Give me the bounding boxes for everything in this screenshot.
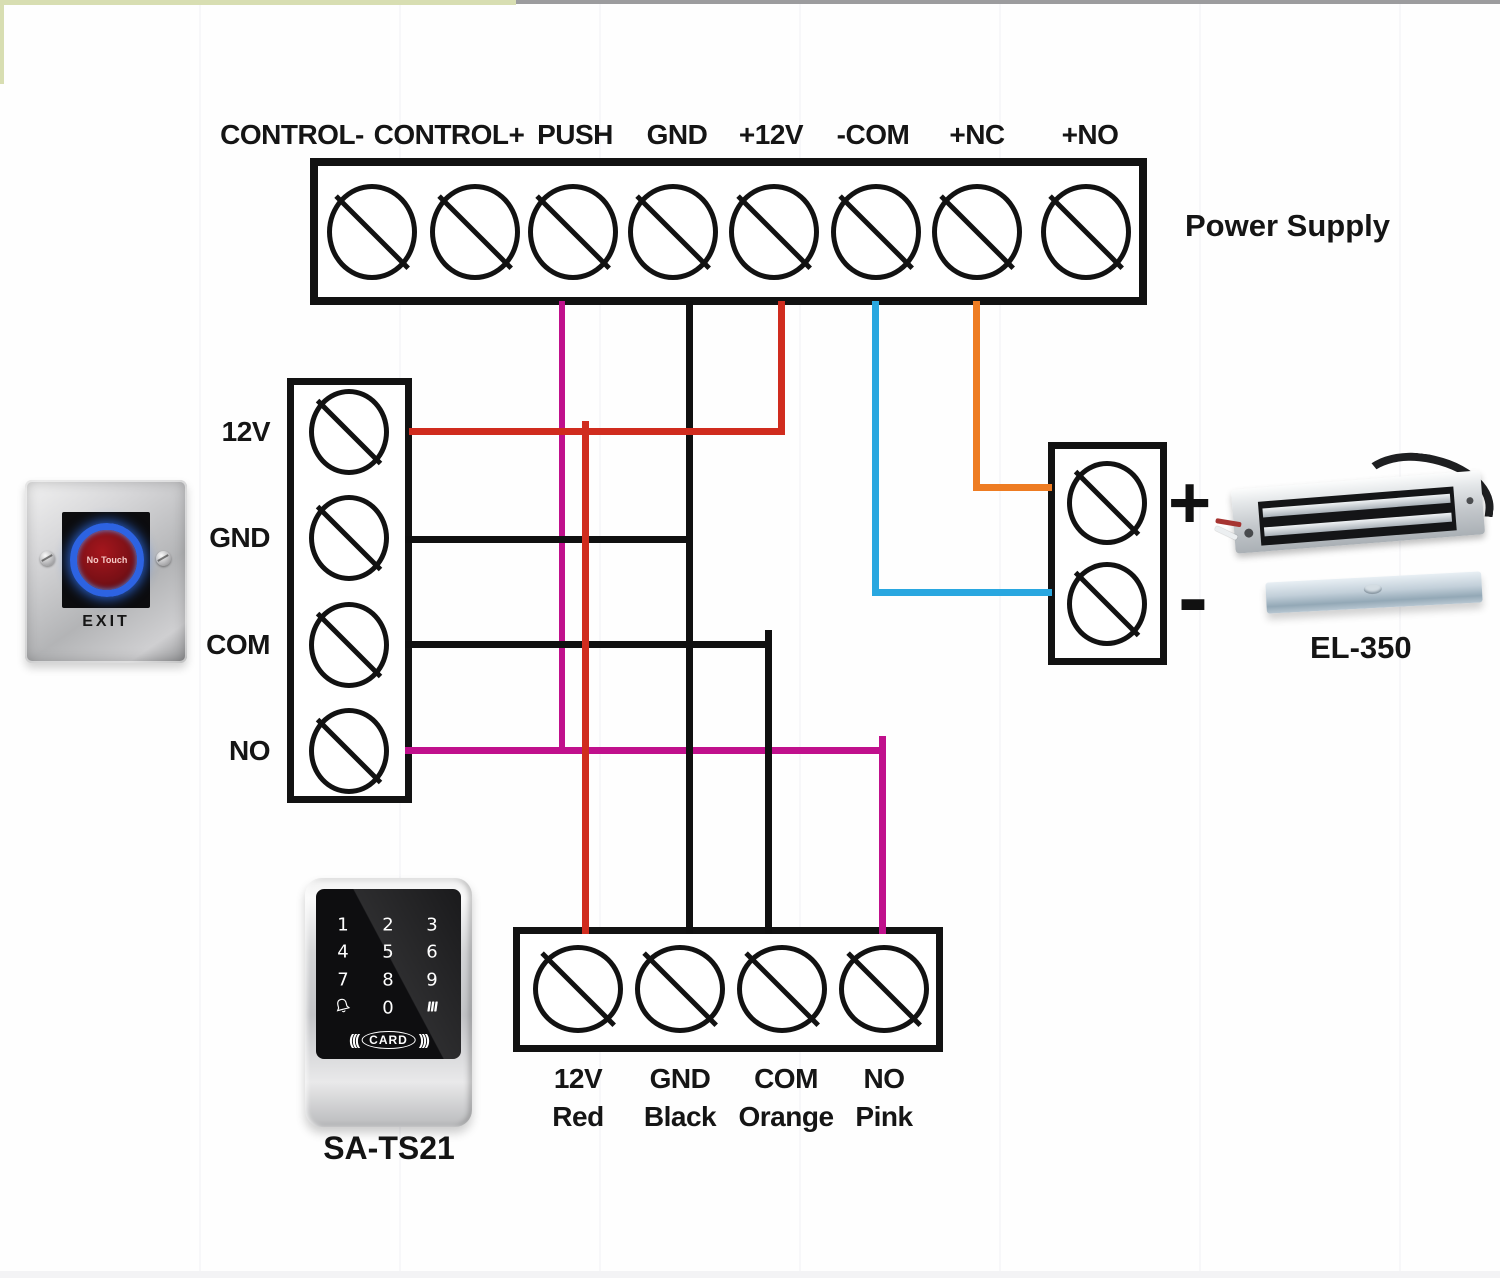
terminal-screw-icon	[831, 184, 921, 280]
wire-gnd-black-horizontal	[405, 536, 693, 543]
key-1: 1	[337, 914, 349, 936]
terminal-screw-icon	[327, 184, 417, 280]
terminal-screw-icon	[528, 184, 618, 280]
maglock-magnet-face	[1257, 486, 1457, 546]
maglock-white-wire	[1214, 525, 1239, 541]
keypad-block-label-gnd: GND	[649, 1063, 711, 1094]
terminal-screw-icon	[932, 184, 1022, 280]
maglock-device	[1205, 446, 1499, 582]
key-0: 0	[382, 997, 394, 1019]
wire-gnd-black-vertical	[686, 301, 693, 934]
keypad-device: 1 2 3 4 5 6 7 8 9 0 ((( CARD )))	[305, 878, 472, 1127]
card-keys-icon	[425, 998, 439, 1019]
terminal-screw-icon	[1067, 562, 1147, 646]
key-7: 7	[337, 969, 349, 991]
maglock-body	[1214, 470, 1486, 554]
left-border	[0, 0, 4, 84]
card-waves-right-icon: )))	[418, 1031, 430, 1049]
terminal-screw-icon	[737, 945, 827, 1033]
wire-push-pink-vertical	[559, 301, 565, 753]
terminal-screw-icon	[729, 184, 819, 280]
wire-com-black-vertical	[765, 630, 772, 934]
terminal-label-no: +NO	[1061, 119, 1119, 150]
exit-block-label-no: NO	[229, 735, 271, 766]
exit-block-label-com: COM	[206, 629, 270, 660]
no-touch-text: No Touch	[86, 555, 128, 565]
wire-nc-orange-horizontal	[973, 484, 1052, 491]
keypad-wire-label-red: Red	[552, 1101, 604, 1132]
key-9: 9	[426, 969, 438, 991]
key-3: 3	[426, 914, 438, 936]
wire-nc-orange-vertical	[973, 301, 980, 491]
terminal-screw-icon	[1041, 184, 1131, 280]
terminal-screw-icon	[635, 945, 725, 1033]
lock-negative-label: -	[1178, 548, 1208, 648]
lock-positive-label: +	[1168, 461, 1212, 544]
keypad-wire-label-black: Black	[643, 1101, 717, 1132]
terminal-label-push: PUSH	[537, 119, 613, 150]
exit-button-device: No Touch EXIT	[25, 480, 187, 663]
exit-block-label-12v: 12V	[221, 416, 271, 447]
terminal-screw-icon	[628, 184, 718, 280]
wire-12v-red-vertical-mid	[582, 421, 589, 934]
keypad-model-label: SA-TS21	[323, 1130, 455, 1166]
screw-icon	[156, 551, 171, 566]
terminal-screw-icon	[430, 184, 520, 280]
keypad-block-label-com: COM	[754, 1063, 818, 1094]
wire-com-blue-vertical	[872, 301, 879, 596]
exit-button-window: No Touch	[62, 512, 150, 608]
terminal-screw-icon	[1067, 461, 1147, 545]
key-6: 6	[426, 941, 438, 963]
keypad-wire-label-pink: Pink	[855, 1101, 913, 1132]
terminal-label-nc: +NC	[949, 119, 1005, 150]
keypad-wire-label-orange: Orange	[738, 1101, 834, 1132]
terminal-screw-icon	[839, 945, 929, 1033]
terminal-screw-icon	[533, 945, 623, 1033]
no-touch-sensor-icon: No Touch	[70, 523, 144, 597]
wire-com-blue-horizontal	[872, 589, 1052, 596]
exit-block-label-gnd: GND	[209, 522, 270, 553]
terminal-screw-icon	[309, 602, 389, 688]
key-4: 4	[337, 941, 349, 963]
keypad-touch-screen: 1 2 3 4 5 6 7 8 9 0 ((( CARD )))	[316, 889, 461, 1059]
key-2: 2	[382, 914, 394, 936]
wire-12v-red-horizontal	[409, 428, 785, 435]
card-text: CARD	[361, 1031, 416, 1049]
terminal-label-control-minus: CONTROL-	[220, 119, 364, 150]
power-supply-title: Power Supply	[1185, 208, 1390, 243]
card-waves-left-icon: (((	[349, 1031, 360, 1049]
bottom-strip	[0, 1271, 1500, 1278]
top-left-border	[0, 0, 516, 5]
terminal-label-control-plus: CONTROL+	[373, 119, 525, 150]
screw-icon	[40, 551, 55, 566]
wire-12v-red-vertical-top	[778, 301, 785, 435]
wire-no-pink-vertical	[879, 736, 886, 934]
exit-label: EXIT	[82, 613, 130, 630]
lock-model-label: EL-350	[1310, 630, 1412, 665]
mount-hole	[1466, 496, 1474, 505]
terminal-screw-icon	[309, 389, 389, 475]
card-reader-zone: ((( CARD )))	[349, 1031, 430, 1049]
bell-icon	[332, 995, 354, 1020]
terminal-label-gnd: GND	[646, 119, 708, 150]
keypad-block-label-12v: 12V	[553, 1063, 603, 1094]
magnet-strip	[1263, 512, 1453, 537]
wire-no-pink-horizontal	[405, 747, 886, 754]
top-right-border	[516, 0, 1500, 4]
terminal-screw-icon	[309, 708, 389, 794]
terminal-screw-icon	[309, 495, 389, 581]
key-5: 5	[382, 941, 394, 963]
keypad-block-label-no: NO	[863, 1063, 906, 1094]
terminal-label-12v: +12V	[738, 119, 804, 150]
mount-hole	[1243, 528, 1254, 538]
armature-hole	[1363, 583, 1383, 595]
terminal-label-com: -COM	[836, 119, 910, 150]
key-8: 8	[382, 969, 394, 991]
